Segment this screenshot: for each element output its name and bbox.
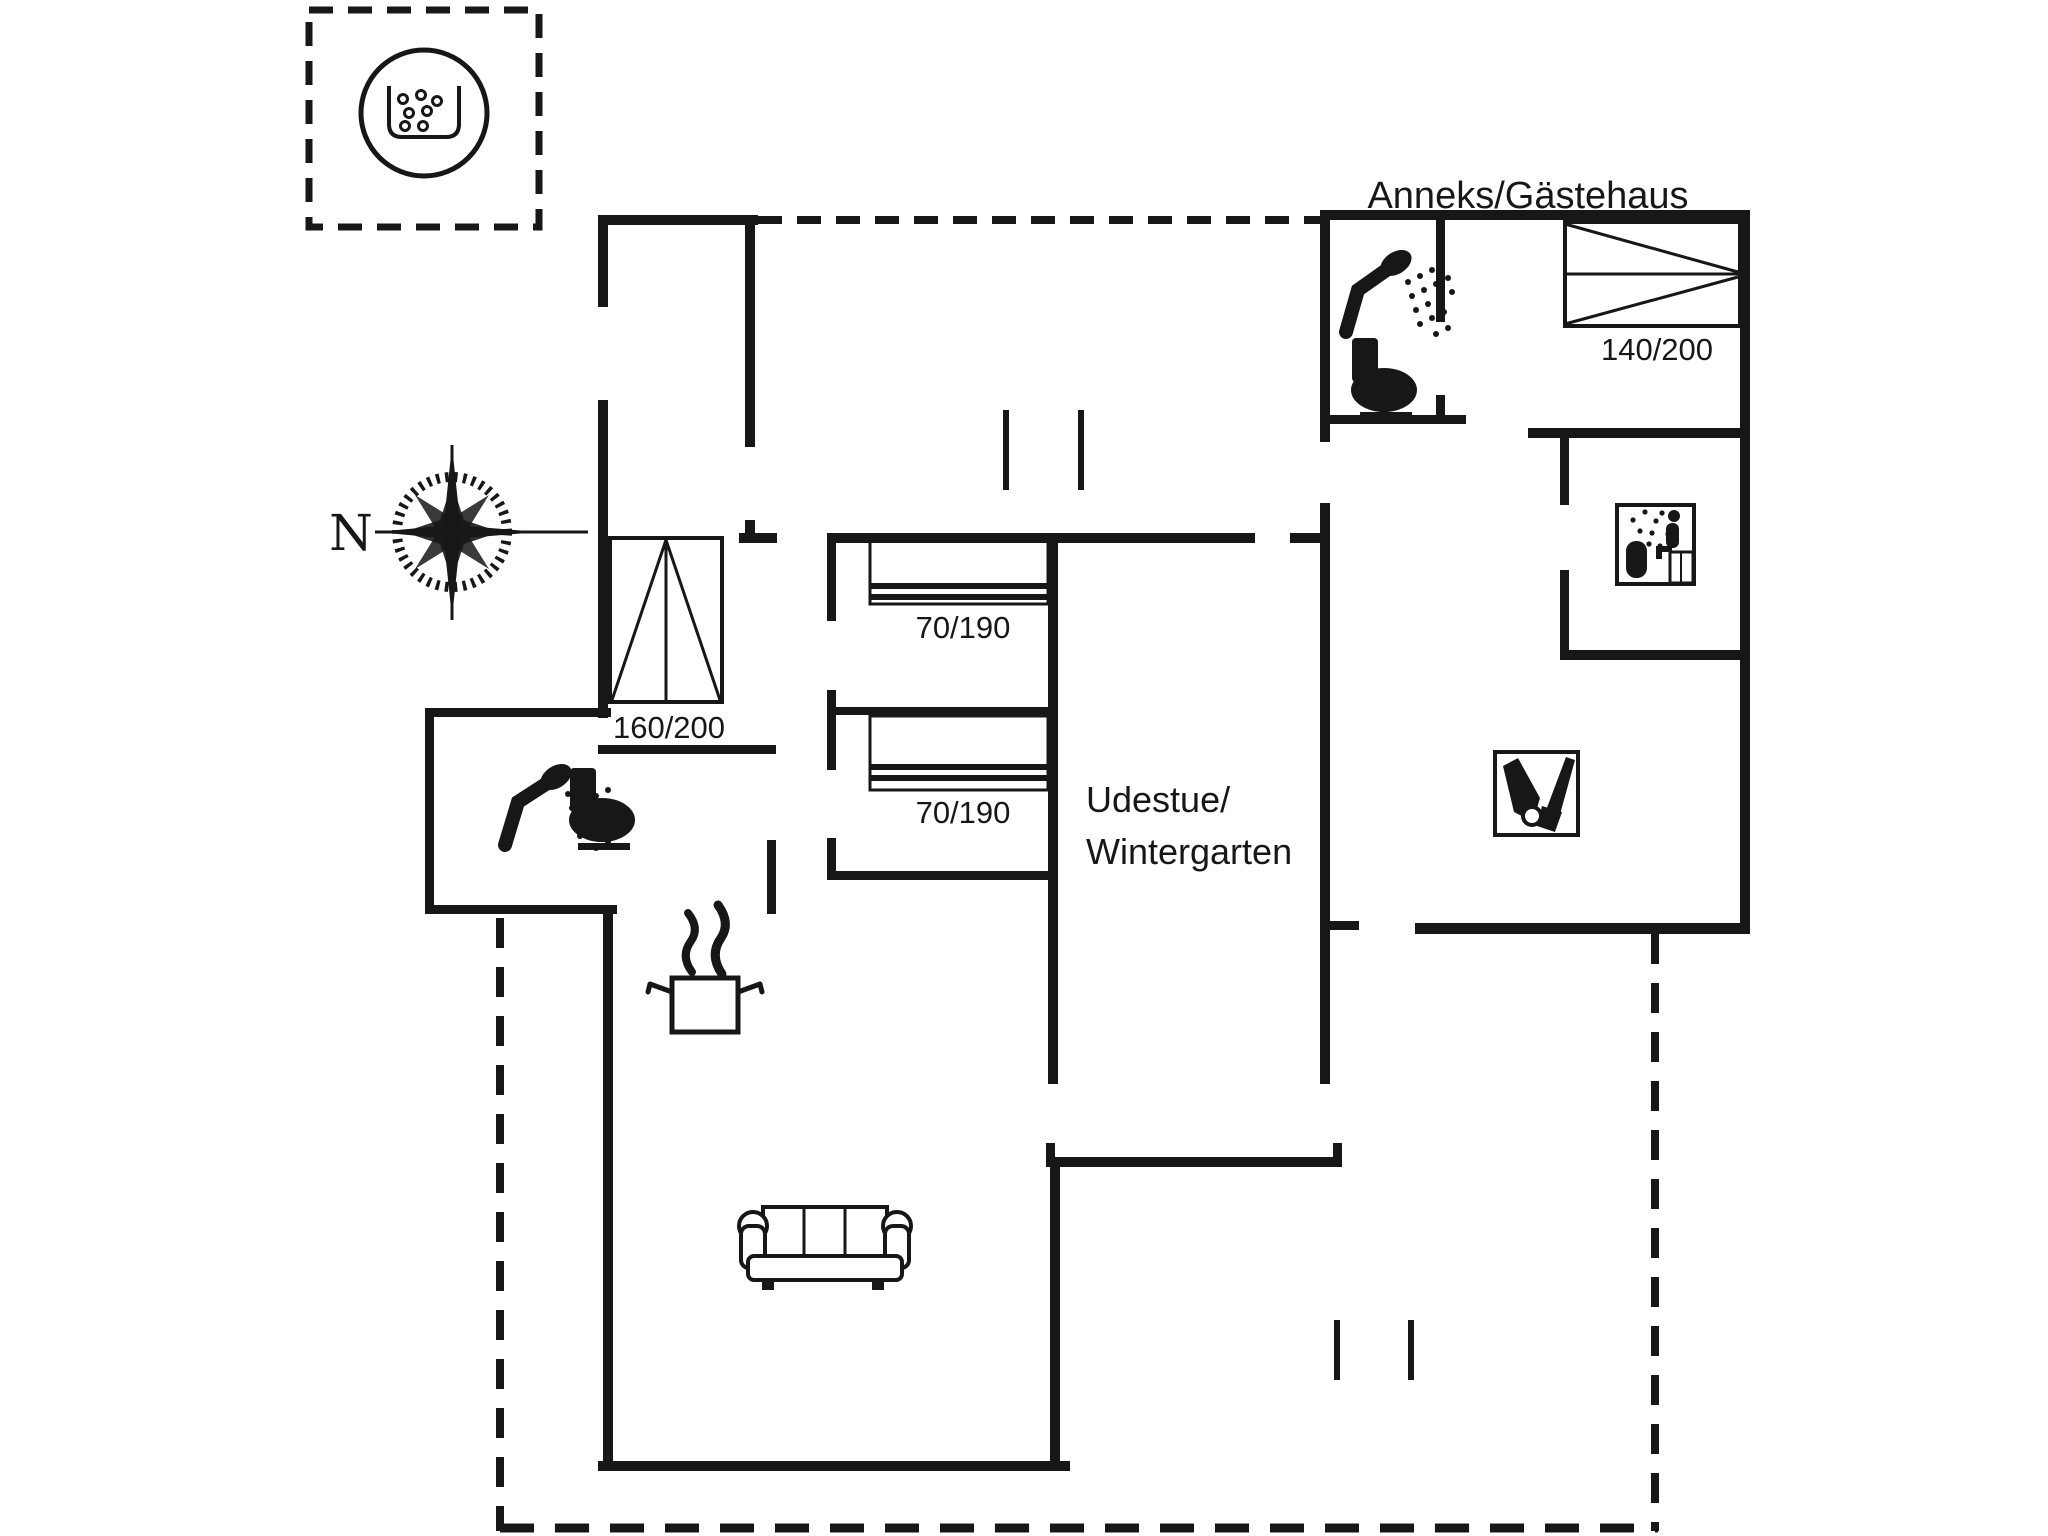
conservatory-label-line2: Wintergarten (1086, 831, 1292, 872)
hot-tub-area-outline (305, 6, 543, 231)
compass-rose-icon (375, 445, 588, 620)
compass-north-label: N (329, 504, 373, 562)
annex-walls (1320, 210, 1750, 934)
single-bed-icon (868, 714, 1050, 792)
terrace-door-tick (1408, 1320, 1414, 1380)
terrace-door-tick (1334, 1320, 1340, 1380)
bed-dimension-label: 70/190 (916, 795, 1011, 830)
shower-icon (1339, 250, 1455, 339)
bed-dimension-label: 70/190 (916, 610, 1011, 645)
terrace-boundary (305, 6, 1659, 1533)
toilet-icon (1351, 338, 1417, 419)
cooking-pot-icon (645, 900, 765, 1035)
toilet-icon (569, 768, 635, 850)
shower-spray (1405, 267, 1455, 337)
equipment-icon (1493, 750, 1580, 837)
double-door-tick (1003, 410, 1009, 490)
conservatory-label-line1: Udestue/ (1086, 779, 1230, 820)
whirlpool-icon (358, 47, 490, 179)
bed-dimension-label: 140/200 (1601, 332, 1713, 367)
sofa-icon (737, 1205, 913, 1290)
bed-dimension-label: 160/200 (613, 710, 725, 745)
double-bed-icon (608, 536, 724, 704)
door-ticks (1003, 410, 1414, 1380)
double-bed-icon (1563, 220, 1742, 328)
main-house-walls (425, 215, 1359, 1471)
sauna-icon (1615, 503, 1696, 586)
annex-title: Anneks/Gästehaus (1367, 175, 1688, 217)
single-bed-icon (868, 536, 1050, 606)
double-door-tick (1078, 410, 1084, 490)
